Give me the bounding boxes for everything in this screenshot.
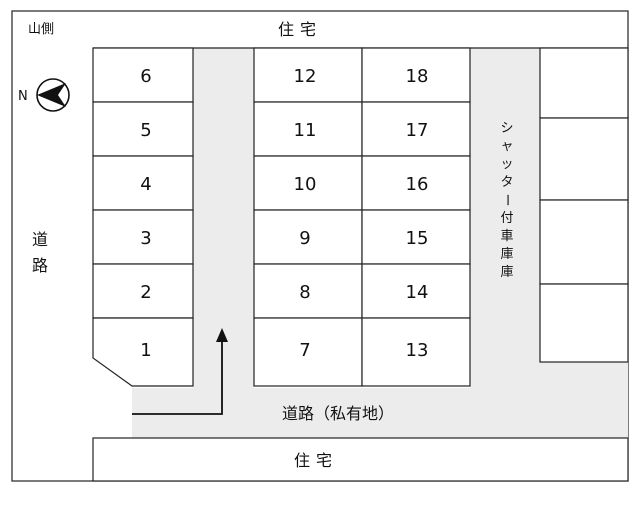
- bottom-right-road: [470, 362, 628, 390]
- left-lot-numbers: 6 5 4 3 2 1: [140, 66, 151, 361]
- lot-number: 4: [140, 174, 151, 195]
- lot-box-2: [92, 263, 194, 319]
- compass-label: N: [18, 89, 28, 104]
- north-compass-icon: [36, 78, 70, 112]
- left-road-label-1: 道: [32, 230, 48, 249]
- bottom-housing-box: [92, 437, 629, 482]
- lot-box-10: [253, 155, 363, 211]
- garage-box-3: [539, 199, 629, 285]
- center-lot-block: [253, 47, 471, 387]
- lot-box-9: [253, 209, 363, 265]
- lot-number: 3: [140, 228, 151, 249]
- garage-box-1: [539, 47, 629, 119]
- lot-box-14: [361, 263, 471, 319]
- lot-box-16: [361, 155, 471, 211]
- lot-number: 7: [299, 340, 310, 361]
- garage-label-char: ー: [499, 193, 514, 206]
- lot-number: 17: [406, 120, 429, 141]
- middle-lot-numbers: 12 11 10 9 8 7: [294, 66, 317, 361]
- garage-block: [539, 47, 629, 363]
- lot-number: 5: [140, 120, 151, 141]
- lot-box-6: [92, 47, 194, 103]
- lot-number: 10: [294, 174, 317, 195]
- lot-number: 6: [140, 66, 151, 87]
- lot-number: 14: [406, 282, 429, 303]
- garage-label-char: 車: [500, 229, 513, 244]
- garage-label-char: タ: [500, 175, 513, 190]
- lot-box-1: [92, 317, 194, 387]
- lot-number: 11: [294, 120, 317, 141]
- lot-number: 15: [406, 228, 429, 249]
- up-arrow-icon: [132, 328, 228, 415]
- garage-label-char: ャ: [500, 139, 513, 154]
- lot-box-7: [253, 317, 363, 387]
- garage-label-char: 庫: [500, 265, 513, 280]
- lot-box-11: [253, 101, 363, 157]
- private-road: [132, 388, 628, 438]
- lot-box-3: [92, 209, 194, 265]
- left-lot-column: [92, 47, 194, 387]
- garage-label-char: ッ: [500, 157, 513, 172]
- lot-number: 12: [294, 66, 317, 87]
- lot-box-12: [253, 47, 363, 103]
- lot-number: 18: [406, 66, 429, 87]
- lot-box-17: [361, 101, 471, 157]
- lot-number: 9: [299, 228, 310, 249]
- right-lot-numbers: 18 17 16 15 14 13: [406, 66, 429, 361]
- lot-box-13: [361, 317, 471, 387]
- lot-number: 13: [406, 340, 429, 361]
- garage-box-2: [539, 117, 629, 201]
- private-road-label: 道路（私有地）: [282, 404, 394, 423]
- garage-label: シ ャ ッ タ ー 付 車 庫 庫: [499, 121, 514, 280]
- lot-box-15: [361, 209, 471, 265]
- mountain-side-label: 山側: [28, 22, 54, 37]
- lot-number: 1: [140, 340, 151, 361]
- garage-box-4: [539, 283, 629, 363]
- lot-number: 16: [406, 174, 429, 195]
- bottom-housing-label: 住宅: [294, 451, 338, 470]
- garage-label-char: シ: [500, 121, 513, 136]
- lot-box-4: [92, 155, 194, 211]
- garage-label-char: 付: [500, 211, 513, 226]
- lot-number: 8: [299, 282, 310, 303]
- lot-box-18: [361, 47, 471, 103]
- left-road-label-2: 路: [32, 256, 48, 275]
- top-housing-label: 住宅: [278, 20, 322, 39]
- garage-aisle: [470, 48, 540, 362]
- garage-label-char: 庫: [500, 247, 513, 262]
- lot-number: 2: [140, 282, 151, 303]
